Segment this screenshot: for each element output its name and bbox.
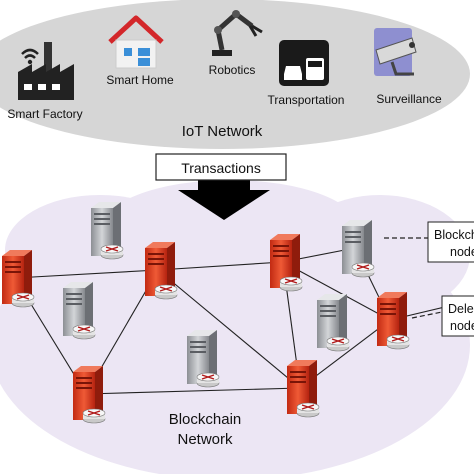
security-camera-icon [374, 28, 417, 76]
blockchain-title-line2: Network [177, 431, 233, 448]
blockchain-title-line1: Blockchain [169, 411, 242, 428]
callout-blockchain-node-line1: Blockchain [434, 228, 474, 242]
device-label-surveillance: Surveillance [376, 92, 442, 106]
iot-network-title: IoT Network [182, 123, 263, 140]
device-label-smart-factory: Smart Factory [7, 107, 82, 121]
delegated-node-bottom-left [73, 366, 105, 423]
callout-connector-delegated-node [411, 311, 443, 319]
blockchain-node-center-bottom [187, 330, 219, 387]
callout-blockchain-node-line2: node [450, 245, 474, 259]
house-icon [108, 15, 164, 69]
delegated-node-bottom-right [287, 360, 319, 417]
device-label-transportation: Transportation [268, 93, 345, 107]
robot-arm-icon [212, 10, 263, 56]
device-label-smart-home: Smart Home [106, 73, 174, 87]
callout-delegated-node-line1: Delegated [448, 302, 474, 316]
factory-wifi-icon [18, 42, 74, 100]
delegated-node-top-right [270, 234, 302, 291]
transactions-box [155, 153, 287, 181]
callout-box-blockchain-node [427, 221, 474, 263]
blockchain-node-mid-right [317, 294, 349, 351]
delegated-node-far-right [377, 292, 409, 349]
delegated-node-center [145, 242, 177, 299]
blockchain-node-mid-left [63, 282, 95, 339]
delegated-node-left [2, 250, 34, 307]
transactions-arrow [178, 176, 270, 220]
device-label-robotics: Robotics [209, 63, 256, 77]
callout-delegated-node-line2: node [450, 319, 474, 333]
vehicles-icon [279, 40, 329, 86]
blockchain-node-right [342, 220, 374, 277]
callout-box-delegated-node [441, 295, 474, 337]
blockchain-node-top-left [91, 202, 123, 259]
transactions-label: Transactions [181, 160, 261, 176]
